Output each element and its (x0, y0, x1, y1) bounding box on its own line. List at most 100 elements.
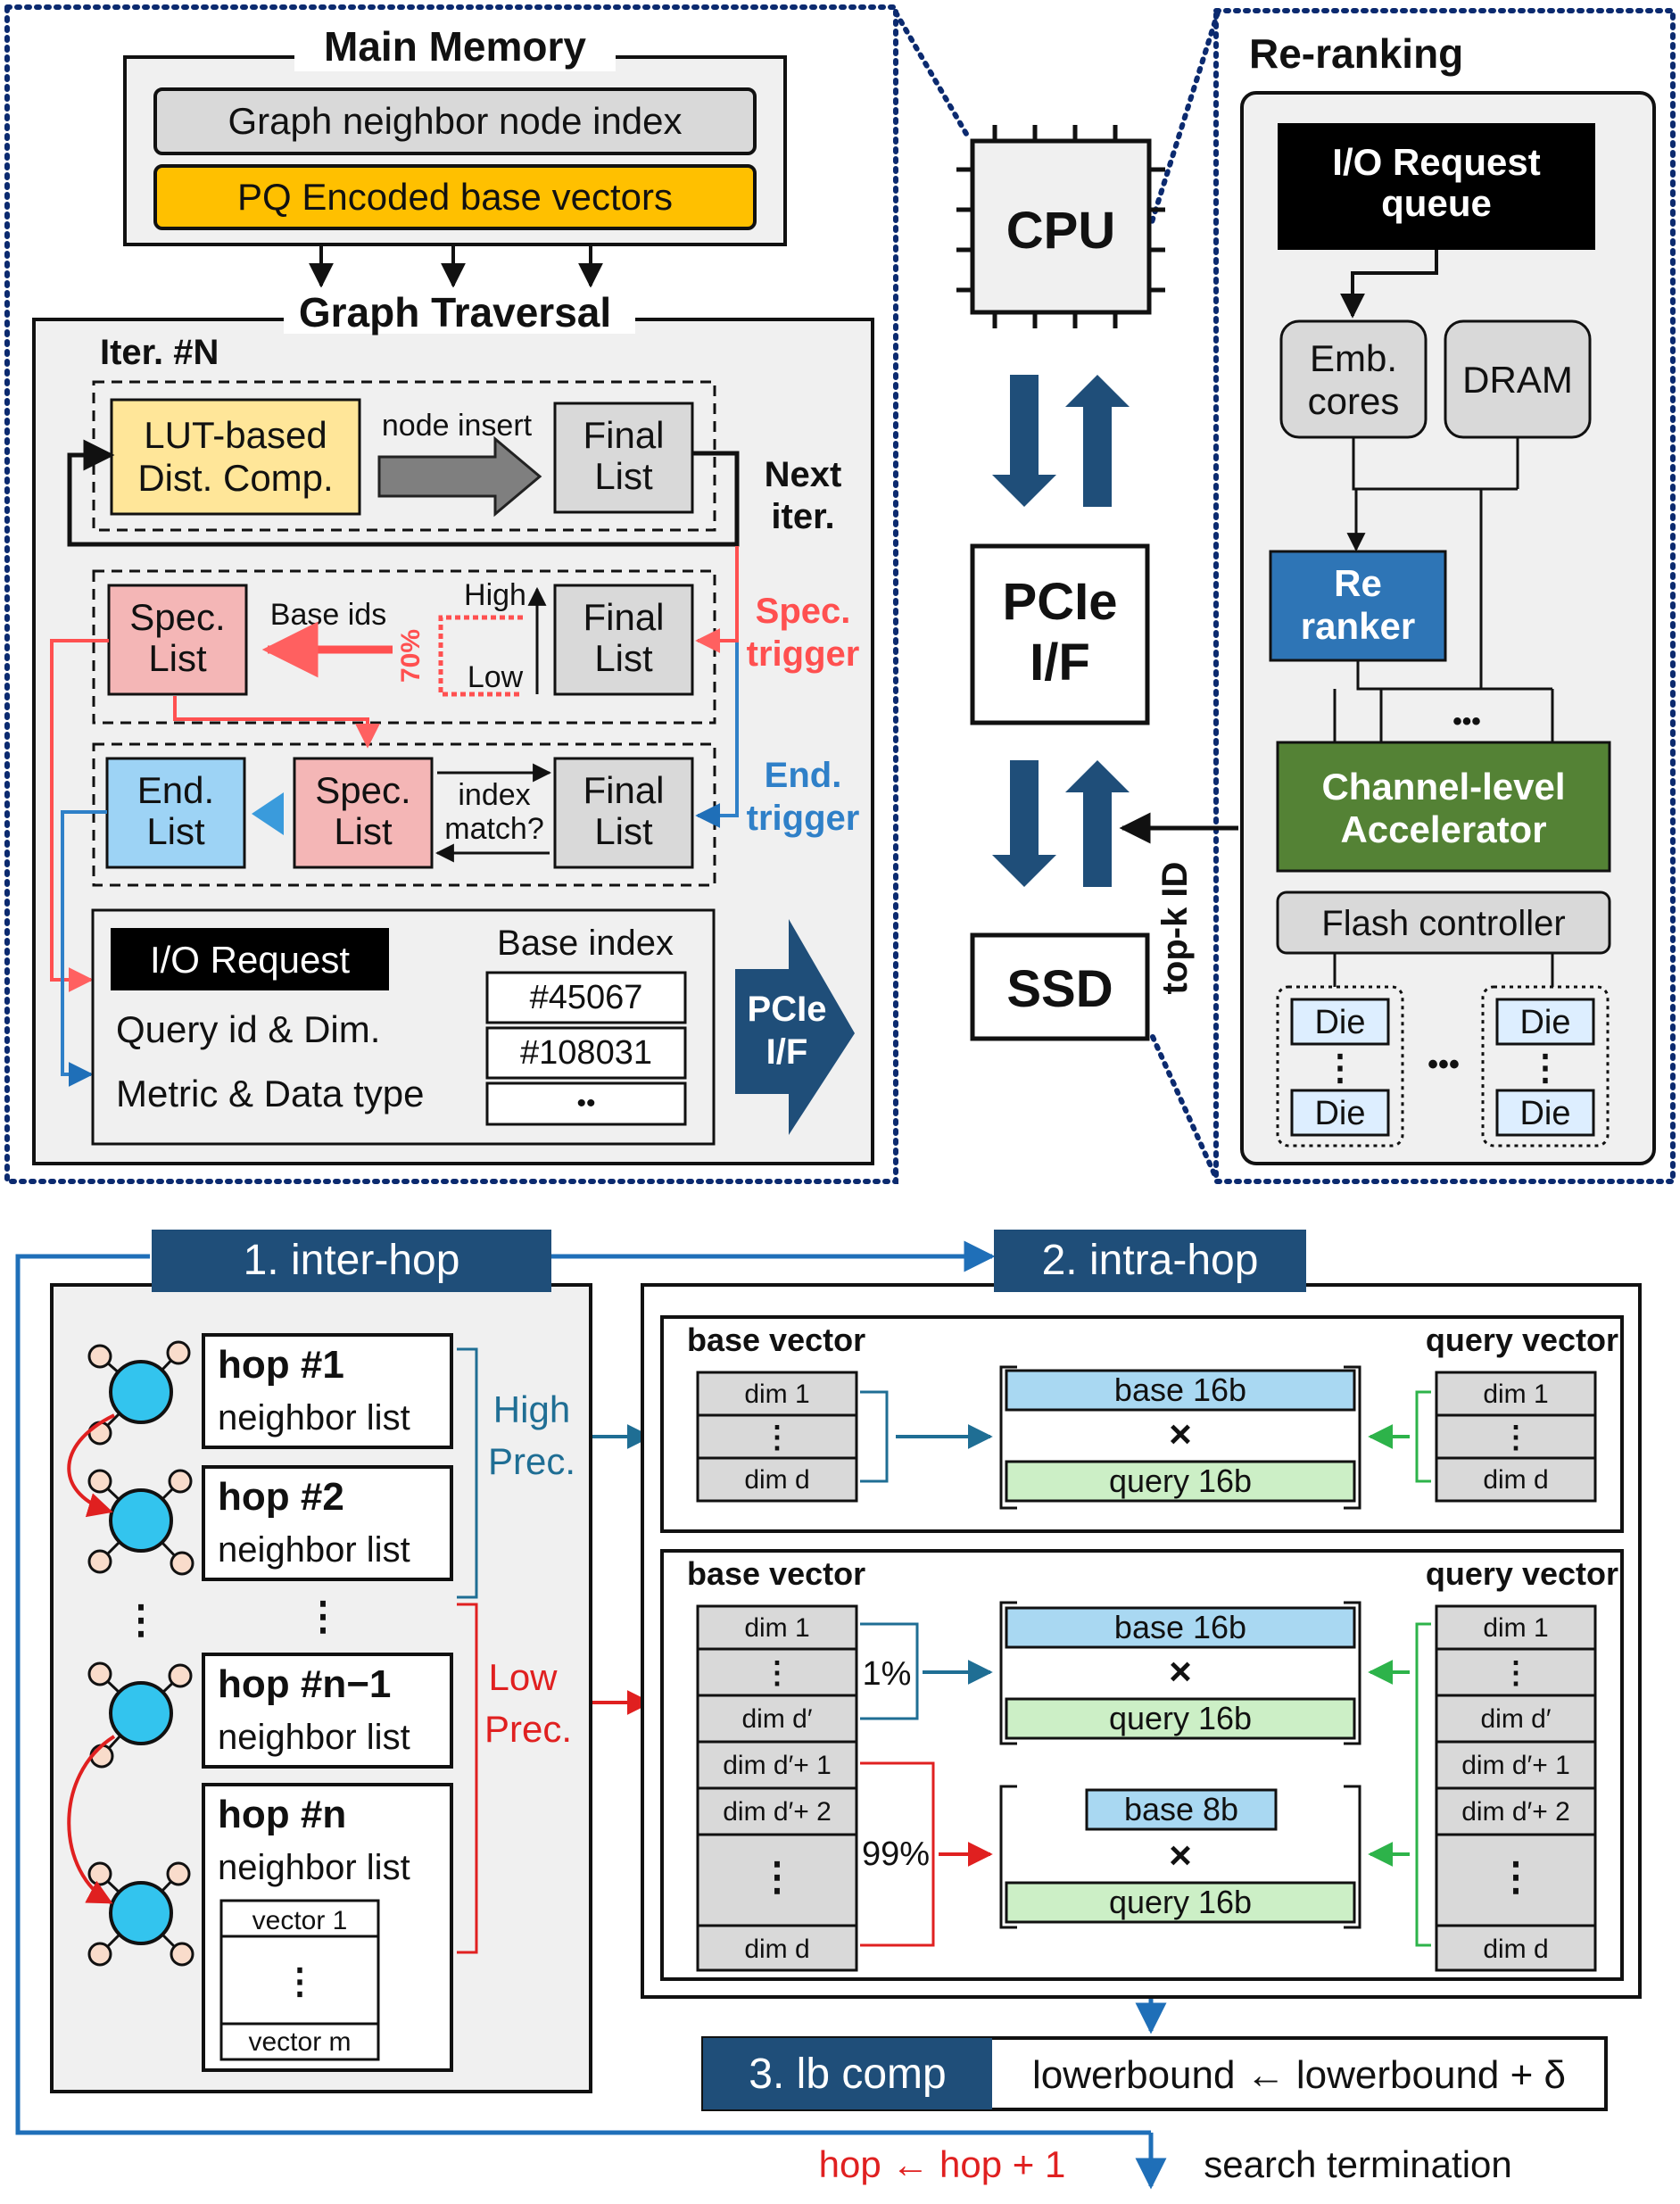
die-group-2 (1481, 985, 1610, 1148)
base-b-dimdp2-label: dim d′+ 2 (723, 1797, 832, 1827)
query-a-bracket (1415, 1390, 1431, 1483)
base-16b-box-b (1005, 1606, 1356, 1649)
die-1a-label: Die (1314, 1004, 1365, 1041)
query-b-dimdp1-label: dim d′+ 1 (1461, 1751, 1570, 1780)
node-vdots: ⋮ (121, 1598, 161, 1642)
die-2a-label: Die (1519, 1004, 1570, 1041)
base-b-dimdp-label: dim d′ (742, 1704, 813, 1734)
spec-trigger-2: trigger (747, 634, 860, 674)
up-arrow-1 (1065, 375, 1130, 507)
hop-n-1-title: hop #n−1 (218, 1662, 391, 1706)
hop-update-label: hop ← hop + 1 (819, 2143, 1066, 2185)
graph-node-3 (87, 1661, 193, 1769)
final-list-2-line2: List (594, 637, 653, 679)
spec-trigger-1: Spec. (756, 592, 851, 631)
query-b-dim1-label: dim 1 (1483, 1613, 1548, 1643)
cpu-chip (956, 125, 1165, 328)
base-b-dimdp1-label: dim d′+ 1 (723, 1751, 832, 1780)
ssd-label: SSD (1006, 960, 1113, 1018)
query-b-vdots-1: ⋮ (1501, 1656, 1531, 1690)
vector-1-label: vector 1 (252, 1906, 348, 1935)
base-a-vdots: ⋮ (762, 1421, 792, 1454)
queue-to-emb-arrow (1340, 250, 1438, 319)
query-b-bracket (1415, 1622, 1431, 1947)
final-list-1-line1: Final (583, 414, 664, 456)
spec-list-1-line2: List (148, 637, 207, 679)
zoom-line-cpu-left (893, 10, 972, 141)
spec-list-2-line2: List (334, 810, 393, 852)
die-1b (1290, 1089, 1390, 1137)
next-iter-loop-arrow (67, 439, 740, 547)
query-b-dimdp-label: dim d′ (1481, 1704, 1552, 1734)
spec-trigger-arrow (695, 546, 739, 653)
graph-node-1 (87, 1340, 191, 1446)
base-b-dimd-label: dim d (744, 1935, 809, 1964)
node-insert-arrow (377, 435, 542, 518)
base-8b-box (1085, 1788, 1278, 1831)
times-a: × (1169, 1413, 1192, 1456)
low-prec-bracket (457, 1603, 478, 1954)
lb-comp-title-bg (703, 2038, 992, 2109)
high-prec-2: Prec. (488, 1440, 575, 1482)
die-2b-label: Die (1519, 1095, 1570, 1132)
cpu-label: CPU (1006, 202, 1115, 260)
lb-formula: lowerbound ← lowerbound + δ (1032, 2053, 1566, 2097)
percent-99: 99% (862, 1835, 930, 1873)
base-b-dim1 (696, 1604, 858, 1651)
query-16b-box-b2 (1005, 1881, 1356, 1924)
base-index-row-2 (485, 1026, 687, 1080)
hop-1-box (202, 1333, 453, 1449)
bus-emb (1352, 437, 1518, 491)
base-b-bracket-99 (860, 1761, 935, 1947)
query-a-dots (1435, 1413, 1597, 1460)
emb-cores-1: Emb. (1310, 337, 1397, 379)
query-b-dots2 (1435, 1833, 1597, 1927)
zoom-line-cpu-right (1148, 10, 1221, 228)
hop-arrow-2 (67, 1735, 116, 1904)
query-b-dim1 (1435, 1604, 1597, 1651)
base-a-dimd (696, 1456, 858, 1503)
base-index-value-1: #45067 (530, 979, 643, 1016)
base-a-dimd-label: dim d (744, 1465, 809, 1495)
base-16b-label-b: base 16b (1114, 1609, 1246, 1645)
base-a-dim1 (696, 1371, 858, 1417)
query-vector-label-b: query vector (1426, 1555, 1618, 1592)
high-prec-bracket (457, 1347, 478, 1599)
base-b-vdots-2: ⋮ (757, 1855, 797, 1899)
mult-b2-bracket-left (999, 1785, 1017, 1929)
spec-to-spec-arrow (173, 696, 380, 749)
reranker-1: Re (1334, 562, 1382, 604)
main-memory-title-bg (294, 27, 616, 71)
base-b-dots2 (696, 1833, 858, 1927)
spec-list-box-2 (293, 757, 434, 869)
final-list-box-1 (553, 402, 694, 514)
query-id-dim: Query id & Dim. (116, 1008, 380, 1050)
pq-vectors-label: PQ Encoded base vectors (237, 176, 673, 218)
pq-vectors-box (153, 164, 757, 230)
query-b-dimd-label: dim d (1483, 1935, 1548, 1964)
times-b1: × (1169, 1650, 1192, 1694)
io-request-title: I/O Request (150, 939, 350, 981)
inter-hop-title-bg (152, 1230, 551, 1292)
io-queue-1: I/O Request (1332, 141, 1540, 183)
die-group-1 (1276, 985, 1404, 1148)
base-b-dimd (696, 1924, 858, 1972)
base-16b-box-a (1005, 1369, 1356, 1412)
query-b-dimdp (1435, 1694, 1597, 1744)
ssd-box (970, 932, 1150, 1041)
pcie-box (970, 543, 1150, 725)
graph-node-4 (87, 1861, 194, 1967)
base-index-value-3: •• (576, 1089, 595, 1118)
intra-hop-title: 2. intra-hop (1042, 1237, 1259, 1284)
graph-traversal-title: Graph Traversal (299, 289, 611, 336)
reranker-2: ranker (1301, 605, 1415, 647)
pcie-if-arrow-shape (735, 919, 855, 1135)
hop-1-title: hop #1 (218, 1343, 344, 1387)
die-2a (1495, 998, 1595, 1046)
io-queue-box (1278, 123, 1595, 250)
right-detail-panel (1213, 8, 1676, 1184)
hop-1-sub: neighbor list (218, 1398, 410, 1438)
spec-list-box-1 (107, 584, 248, 696)
base-b-dimdp (696, 1694, 858, 1744)
